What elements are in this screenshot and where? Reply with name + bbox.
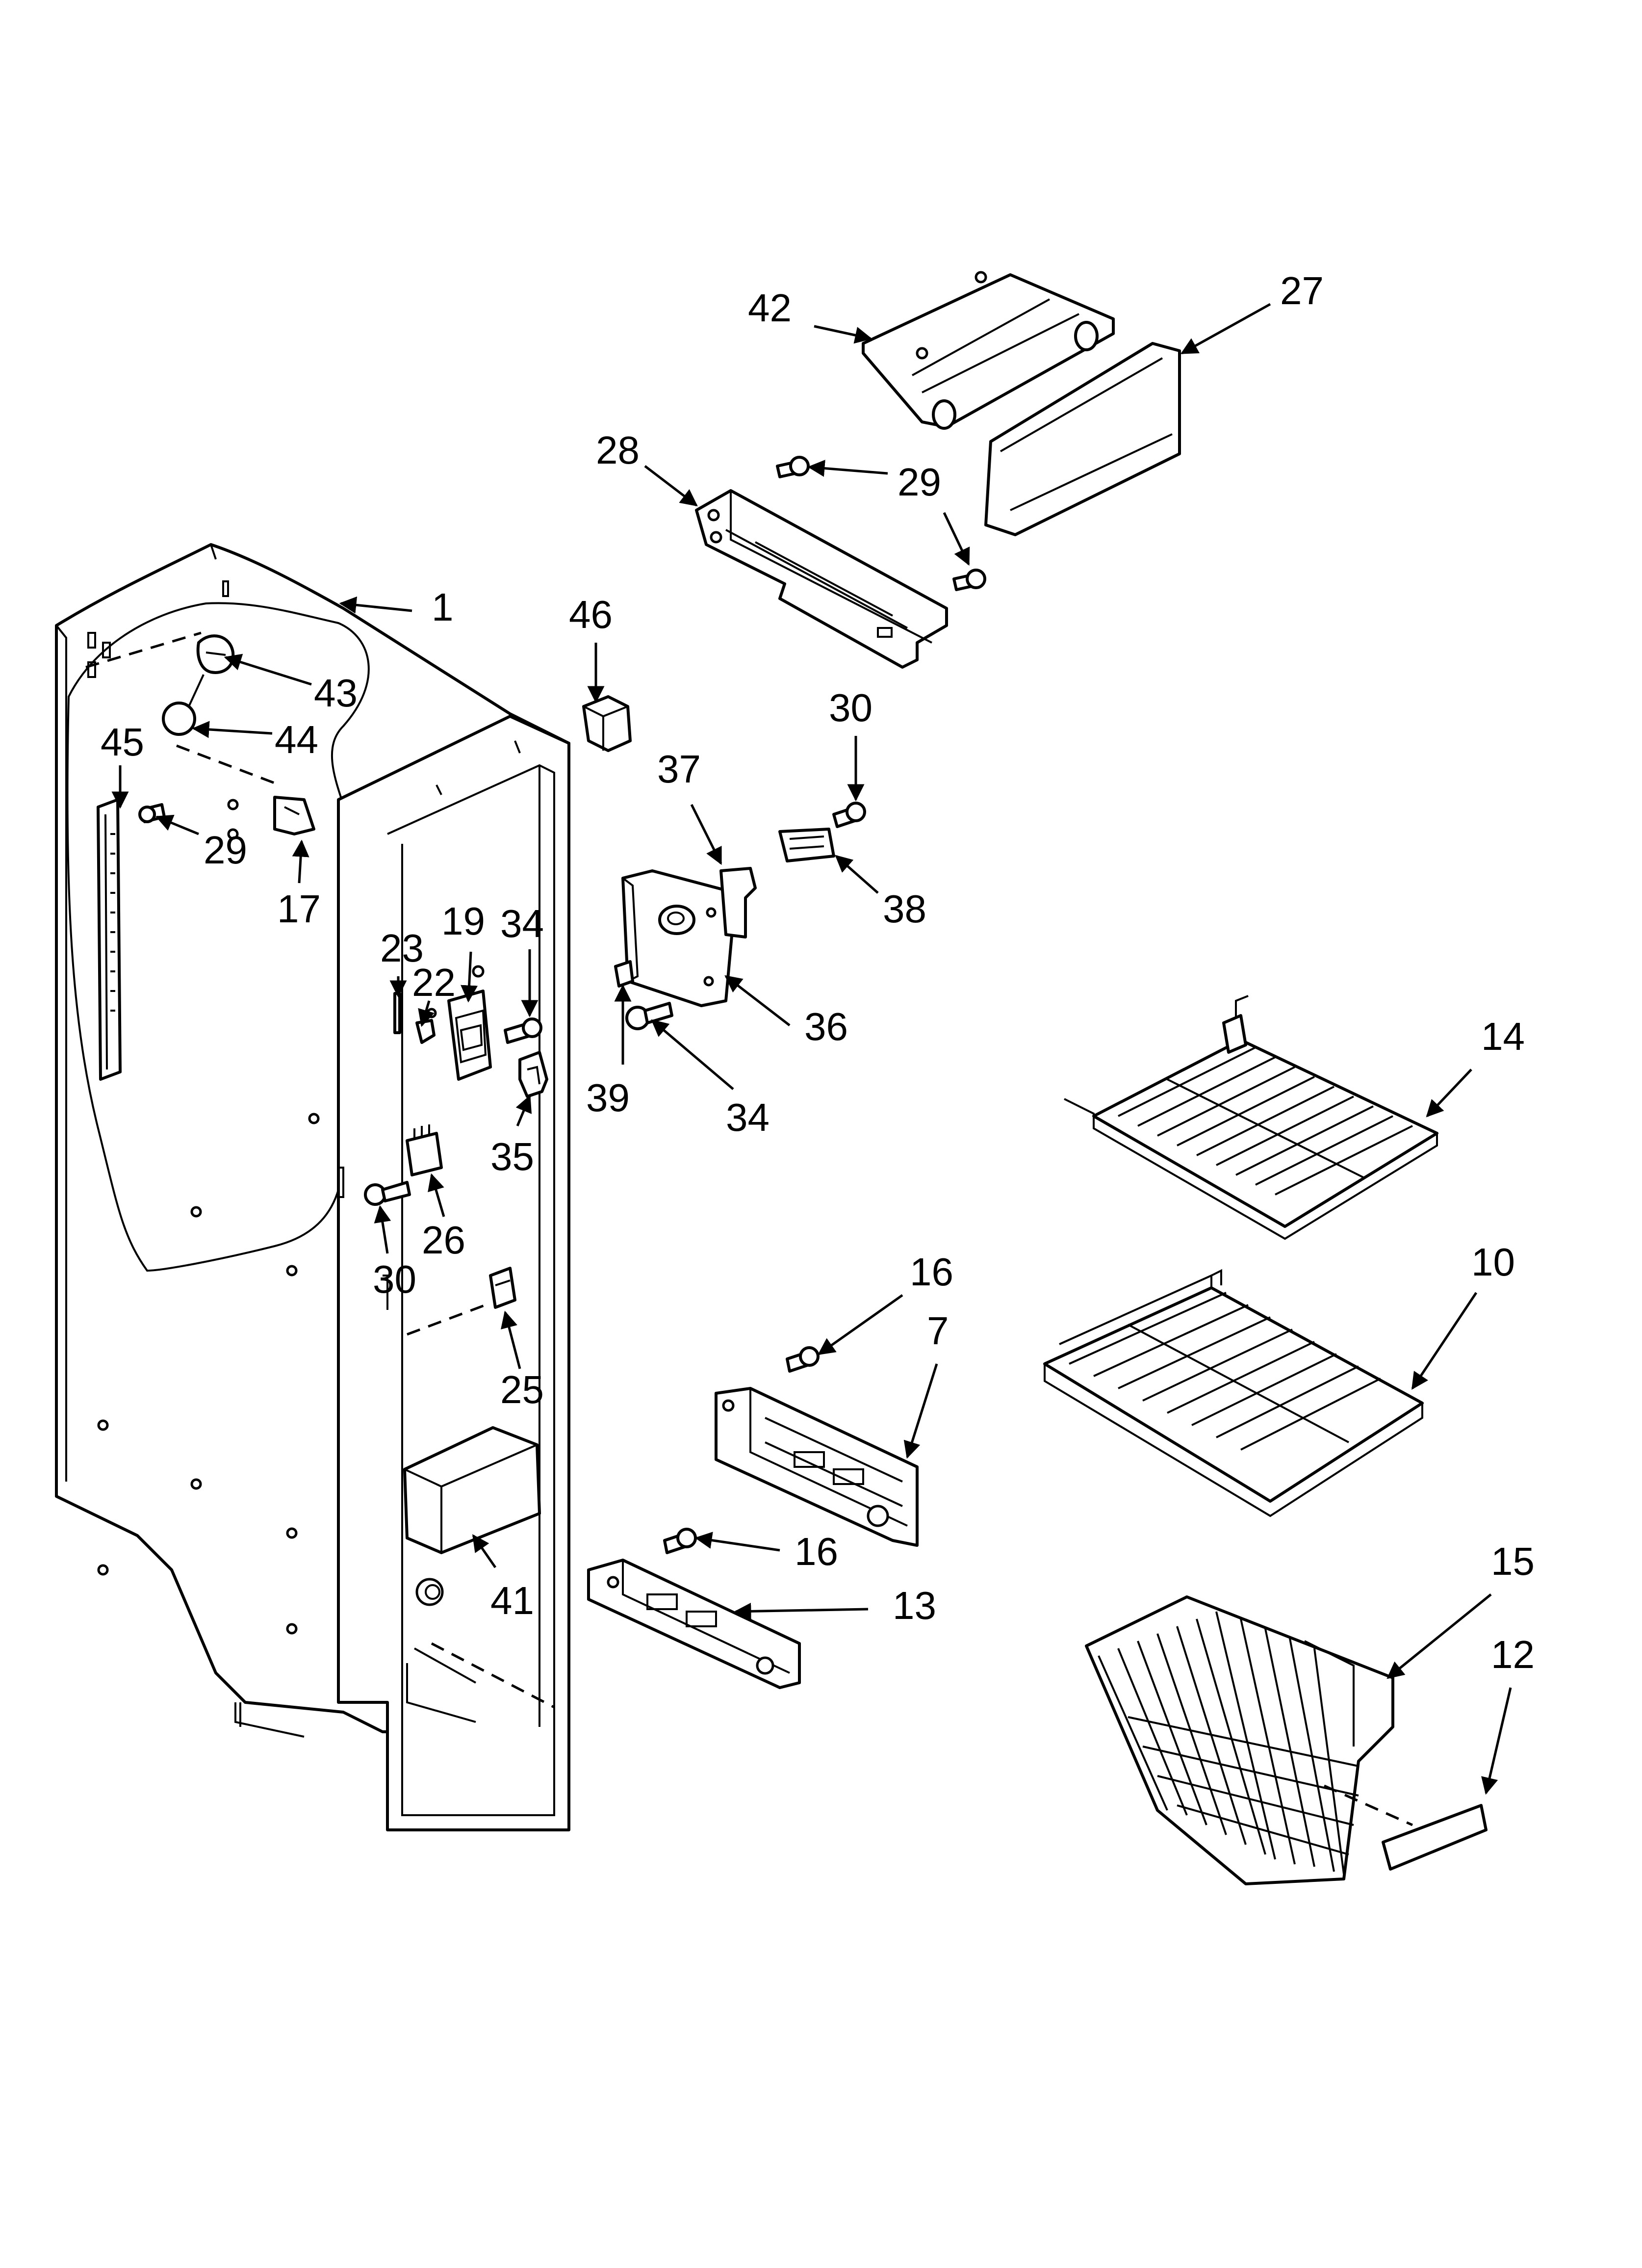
callout-26: 26 bbox=[422, 1218, 465, 1262]
part-12-clip bbox=[1382, 1804, 1488, 1871]
callout-38: 38 bbox=[883, 887, 926, 931]
callout-12: 12 bbox=[1491, 1633, 1535, 1676]
part-45-trim-strip bbox=[97, 798, 122, 1081]
part-37-bracket bbox=[719, 867, 757, 938]
callout-16-lower: 16 bbox=[795, 1530, 838, 1573]
callout-36: 36 bbox=[804, 1005, 848, 1048]
part-17-clip bbox=[273, 796, 315, 835]
callout-13: 13 bbox=[893, 1584, 936, 1627]
callout-44: 44 bbox=[275, 718, 318, 761]
part-38-board bbox=[778, 828, 835, 862]
callout-17: 17 bbox=[277, 887, 321, 931]
callout-22: 22 bbox=[412, 961, 456, 1004]
part-16-screw-lower bbox=[663, 1528, 697, 1554]
part-35-bracket bbox=[518, 1051, 548, 1098]
callout-7: 7 bbox=[927, 1309, 949, 1353]
callout-19: 19 bbox=[441, 899, 485, 943]
callout-25: 25 bbox=[500, 1368, 544, 1411]
callout-1: 1 bbox=[432, 585, 454, 629]
callout-10: 10 bbox=[1471, 1240, 1515, 1284]
part-30-screw-liner bbox=[364, 1181, 411, 1206]
part-7-trim-rail bbox=[715, 1387, 919, 1547]
part-43-light-socket bbox=[196, 634, 235, 674]
part-36-housing bbox=[621, 869, 737, 1007]
part-27-cover bbox=[984, 342, 1181, 536]
part-28-bracket bbox=[695, 489, 948, 669]
part-34-screw-upper bbox=[504, 1017, 542, 1044]
leader-lines bbox=[111, 303, 1512, 1795]
callout-14: 14 bbox=[1481, 1015, 1525, 1058]
callout-29-top: 29 bbox=[898, 460, 941, 504]
callout-42: 42 bbox=[748, 286, 792, 330]
callout-35: 35 bbox=[490, 1135, 534, 1178]
part-30-screw-upper bbox=[832, 802, 866, 828]
part-41-control-box bbox=[403, 1426, 541, 1554]
callout-30-left: 30 bbox=[373, 1257, 416, 1301]
callout-15: 15 bbox=[1491, 1539, 1535, 1583]
callout-30-top: 30 bbox=[829, 686, 872, 730]
callout-23: 23 bbox=[380, 926, 424, 970]
part-13-trim-rail bbox=[587, 1559, 801, 1689]
part-14-wire-shelf bbox=[1064, 995, 1438, 1240]
callout-46: 46 bbox=[569, 593, 613, 636]
part-29-screw-top-a bbox=[776, 456, 810, 478]
callout-39: 39 bbox=[586, 1076, 630, 1120]
callout-45: 45 bbox=[101, 720, 144, 764]
part-46-clip bbox=[582, 695, 632, 752]
part-34-screw-lower bbox=[625, 1002, 673, 1030]
callout-37: 37 bbox=[657, 747, 701, 791]
callout-43: 43 bbox=[314, 671, 358, 715]
part-39-plug bbox=[614, 960, 634, 988]
part-16-screw-upper bbox=[786, 1346, 820, 1373]
part-29-screw-top-b bbox=[952, 569, 986, 591]
callout-16-upper: 16 bbox=[910, 1250, 953, 1294]
callout-34-upper: 34 bbox=[500, 902, 544, 945]
part-23-pin bbox=[393, 992, 401, 1034]
callout-41: 41 bbox=[490, 1579, 534, 1622]
callout-28: 28 bbox=[596, 428, 640, 472]
callout-29-left: 29 bbox=[204, 828, 247, 872]
part-10-wire-shelf bbox=[1043, 1269, 1424, 1517]
part-44-light-bulb bbox=[162, 674, 205, 736]
part-25-switch bbox=[489, 1267, 516, 1309]
part-26-board bbox=[406, 1124, 443, 1176]
part-42-hinge-cover bbox=[862, 271, 1115, 430]
callout-27: 27 bbox=[1280, 269, 1324, 313]
callout-labels: 1 7 10 12 13 14 15 16 16 17 19 22 23 25 … bbox=[101, 269, 1535, 1676]
part-15-wire-basket bbox=[1085, 1595, 1394, 1885]
callout-34-lower: 34 bbox=[726, 1095, 770, 1139]
